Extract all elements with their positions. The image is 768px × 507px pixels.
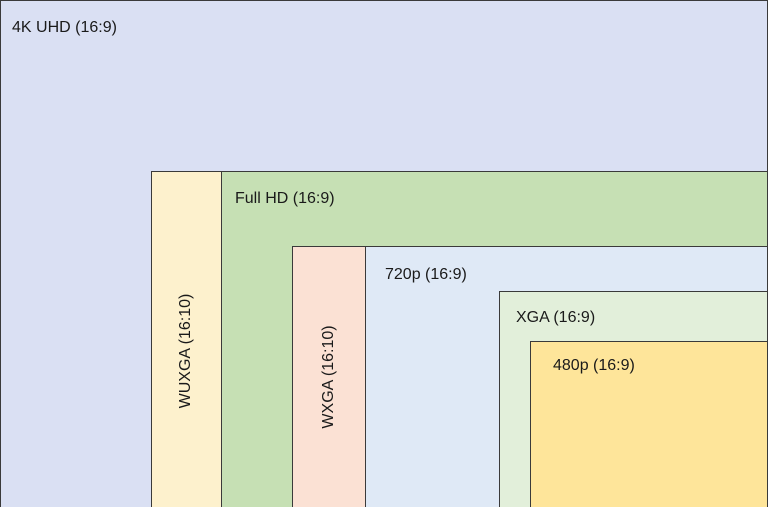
label-wxga: WXGA (16:10) [320, 325, 337, 429]
label-full-hd: Full HD (16:9) [235, 190, 335, 207]
label-4k-uhd: 4K UHD (16:9) [12, 19, 117, 36]
label-xga: XGA (16:9) [516, 309, 596, 326]
region-wuxga [151, 171, 222, 507]
label-720p: 720p (16:9) [385, 266, 467, 283]
label-wuxga: WUXGA (16:10) [177, 293, 194, 409]
region-480p [530, 341, 768, 507]
label-480p: 480p (16:9) [553, 357, 635, 374]
region-wxga [292, 246, 366, 507]
